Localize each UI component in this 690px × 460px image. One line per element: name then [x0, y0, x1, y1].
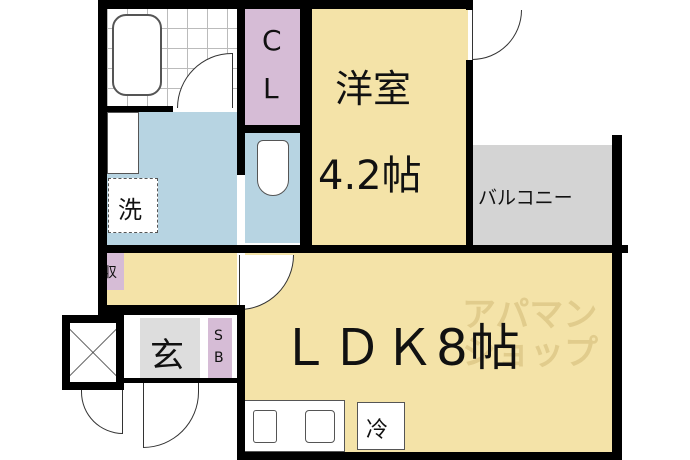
wall-western-right: [466, 0, 473, 10]
hallway: [107, 252, 237, 305]
shoe-box-b: B: [214, 350, 224, 366]
closet-label-l: L: [263, 72, 279, 105]
ldk-label: ＬＤＫ8帖: [280, 319, 522, 377]
western-room-size: 4.2帖: [318, 153, 422, 199]
balcony: [472, 145, 612, 245]
ps-door: [81, 390, 123, 434]
closet-label-c: C: [262, 24, 282, 57]
front-door: [143, 382, 199, 448]
pipe-space: [62, 315, 124, 390]
kitchen-counter: [242, 400, 345, 452]
entrance-label: 玄: [150, 336, 184, 376]
sink: [107, 112, 139, 174]
stove-icon: [253, 410, 277, 443]
fridge-label: 冷: [366, 418, 389, 443]
wall-entrance: [124, 378, 245, 383]
washer-label: 洗: [118, 196, 142, 224]
shoe-box: [208, 318, 232, 378]
wall-western-right2: [466, 60, 473, 250]
wall-left: [98, 0, 107, 315]
closet-room: [245, 8, 300, 125]
kitchen-sink-icon: [305, 410, 335, 443]
balcony-door: [472, 10, 522, 60]
washer-pan: [108, 178, 158, 233]
bathtub: [112, 14, 162, 96]
watermark: アパマンショップ: [462, 295, 598, 373]
wall-bottom: [237, 452, 622, 460]
wall-cl-bottom: [237, 125, 312, 133]
wall-mid: [98, 245, 628, 253]
western-room-name: 洋室: [335, 67, 412, 111]
wall-bath-bottom: [98, 106, 173, 112]
wall-center: [237, 0, 245, 175]
shoe-box-s: S: [214, 328, 223, 344]
wall-western-left: [300, 0, 312, 245]
wall-top: [98, 0, 473, 9]
wall-hall-bottom: [98, 305, 245, 315]
fridge-space: [357, 402, 405, 450]
western-room: [312, 8, 468, 245]
wall-right: [612, 135, 622, 460]
entrance: [140, 318, 200, 378]
toilet-icon: [257, 140, 289, 196]
balcony-label: バルコニー: [478, 187, 573, 209]
